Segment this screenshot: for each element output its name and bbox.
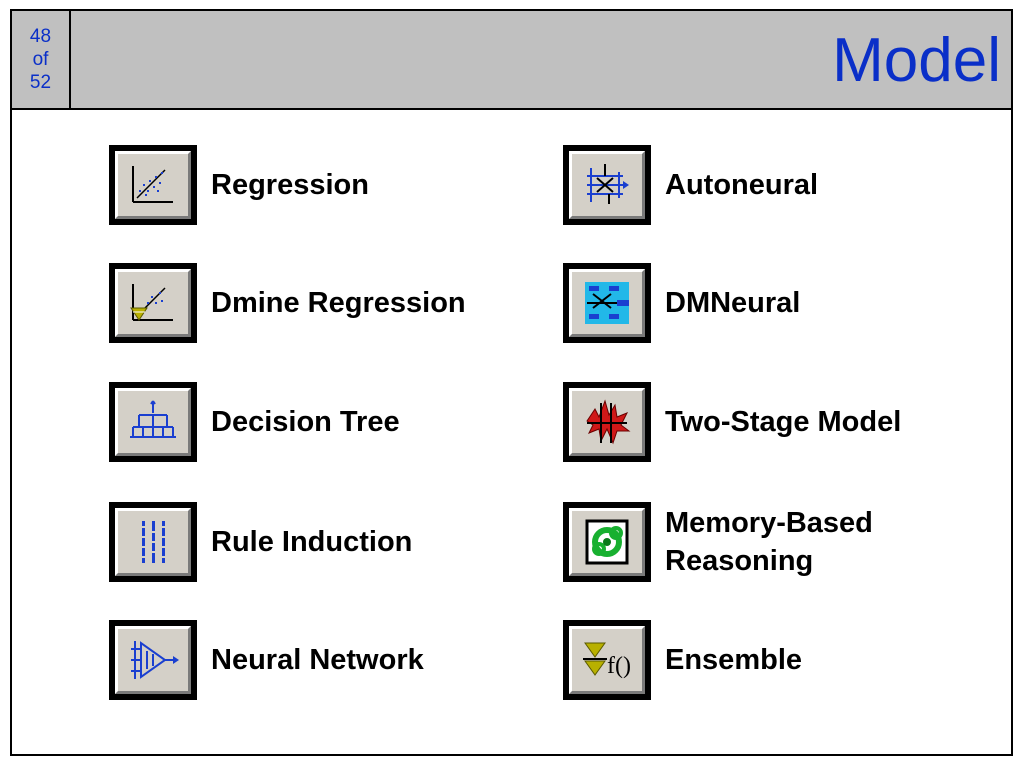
rule-induction-button[interactable]	[109, 502, 197, 582]
neural-network-button[interactable]	[109, 620, 197, 700]
memory-based-reasoning-icon	[585, 519, 629, 565]
tool-label: Dmine Regression	[211, 287, 466, 319]
tool-rule-induction: Rule Induction	[109, 502, 412, 582]
tool-label-line-1: Memory-Based	[665, 507, 873, 539]
regression-button[interactable]	[109, 145, 197, 225]
autoneural-icon	[587, 164, 629, 204]
page-current: 48	[29, 26, 52, 47]
dmneural-button[interactable]	[563, 263, 651, 343]
tool-decision-tree: Decision Tree	[109, 382, 400, 462]
tool-label: Decision Tree	[211, 406, 400, 438]
tool-label-line-2: Reasoning	[665, 545, 814, 577]
tool-neural-network: Neural Network	[109, 620, 424, 700]
tool-regression: Regression	[109, 145, 369, 225]
neural-network-icon	[131, 641, 179, 679]
dmine-regression-icon	[130, 284, 173, 321]
autoneural-button[interactable]	[563, 145, 651, 225]
regression-icon	[132, 166, 173, 203]
tool-label: Two-Stage Model	[665, 406, 902, 438]
page-of: of	[32, 49, 49, 70]
tool-label: DMNeural	[665, 287, 801, 319]
page-total: 52	[29, 72, 52, 93]
tool-memory-based-reasoning: Memory-Based Reasoning	[563, 502, 873, 582]
tool-label: Neural Network	[211, 644, 424, 676]
decision-tree-icon	[130, 400, 176, 438]
memory-based-reasoning-button[interactable]	[563, 502, 651, 582]
page-counter: 48 of 52	[12, 11, 71, 108]
two-stage-model-button[interactable]	[563, 382, 651, 462]
tool-label: Memory-Based Reasoning	[665, 504, 873, 580]
slide-title: Model	[832, 26, 1001, 95]
slide-header: 48 of 52 Model	[12, 11, 1011, 110]
two-stage-model-icon	[586, 399, 631, 445]
dmneural-icon	[585, 282, 629, 324]
tool-two-stage-model: Two-Stage Model	[563, 382, 901, 462]
tool-autoneural: Autoneural	[563, 145, 818, 225]
ensemble-icon: f()	[583, 642, 631, 679]
rule-induction-icon	[142, 521, 165, 563]
dmine-regression-button[interactable]	[109, 263, 197, 343]
tool-dmine-regression: Dmine Regression	[109, 263, 466, 343]
decision-tree-button[interactable]	[109, 382, 197, 462]
tool-label: Ensemble	[665, 644, 802, 676]
tool-ensemble: f() Ensemble	[563, 620, 802, 700]
tool-label: Autoneural	[665, 169, 819, 201]
tool-label: Rule Induction	[211, 526, 413, 558]
ensemble-button[interactable]: f()	[563, 620, 651, 700]
svg-text:f(): f()	[607, 653, 631, 679]
tool-label: Regression	[211, 169, 369, 201]
tool-dmneural: DMNeural	[563, 263, 800, 343]
